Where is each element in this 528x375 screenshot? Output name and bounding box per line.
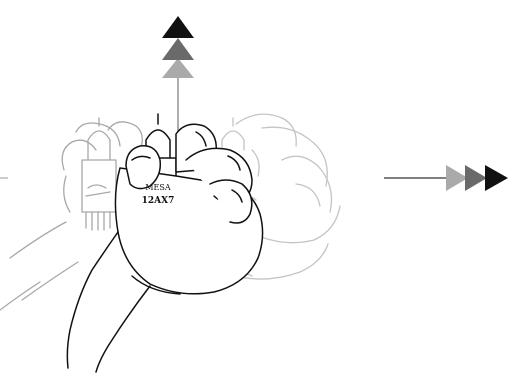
thumb [125, 145, 162, 190]
up-arrow-head-mid [162, 38, 194, 60]
up-arrow-head-light [162, 58, 194, 78]
main-hand [66, 113, 264, 373]
tube-top [145, 129, 171, 159]
right-arrow-head-light [446, 165, 468, 191]
right-arrow-head-mid [465, 165, 487, 191]
tube-model-label: 12AX7 [142, 196, 175, 206]
up-arrow-icon [162, 16, 194, 132]
arm-inner [95, 285, 151, 373]
ring-finger [209, 179, 253, 224]
ghost-hand-left [0, 117, 143, 311]
ghost-hand-right [199, 113, 341, 280]
up-arrow-head-dark [162, 16, 194, 38]
tube-brand-label: MESA [145, 183, 171, 192]
cuff [131, 275, 181, 295]
arm-outer [66, 231, 119, 369]
right-arrow-icon [384, 165, 508, 191]
right-arrow-head-dark [485, 165, 508, 191]
